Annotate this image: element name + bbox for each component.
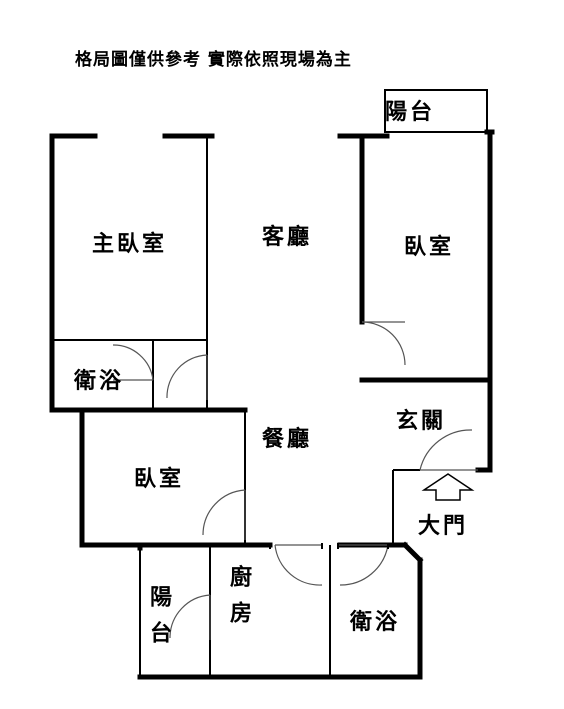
room-label-dining-room: 餐廳	[262, 426, 313, 452]
room-label-bedroom-west: 臥室	[134, 466, 185, 492]
room-label-bath-south: 衛浴	[350, 609, 401, 635]
door-bedroom-west-arc	[202, 489, 246, 536]
plan-note: 格局圖僅供參考 實際依照現場為主	[75, 50, 352, 70]
room-label-foyer: 玄關	[396, 408, 447, 434]
room-label-balcony-top: 陽台	[385, 99, 436, 125]
door-bath-west-arc	[112, 344, 154, 381]
wall-entrance-bevel	[401, 541, 424, 564]
door-bath-south-arc	[339, 544, 389, 586]
balcony-top-outline	[384, 89, 488, 133]
room-label-entrance: 大門	[418, 513, 469, 539]
room-label-master-bedroom: 主臥室	[92, 231, 168, 257]
door-balcony-arc	[169, 594, 211, 639]
room-label-living-room: 客廳	[262, 224, 313, 250]
entrance-arrow-icon	[421, 473, 475, 501]
door-master-arc	[166, 354, 208, 399]
door-kitchen-arc	[274, 544, 323, 586]
room-label-kitchen: 廚房	[226, 565, 252, 637]
room-label-balcony-bottom: 陽台	[146, 585, 172, 657]
door-bedroom-east-arc	[361, 321, 406, 366]
doors	[112, 321, 478, 640]
room-label-bath-west: 衛浴	[74, 368, 125, 394]
thick-walls	[49, 129, 495, 680]
door-entrance-arc	[419, 429, 473, 471]
room-label-bedroom-east: 臥室	[404, 234, 455, 260]
